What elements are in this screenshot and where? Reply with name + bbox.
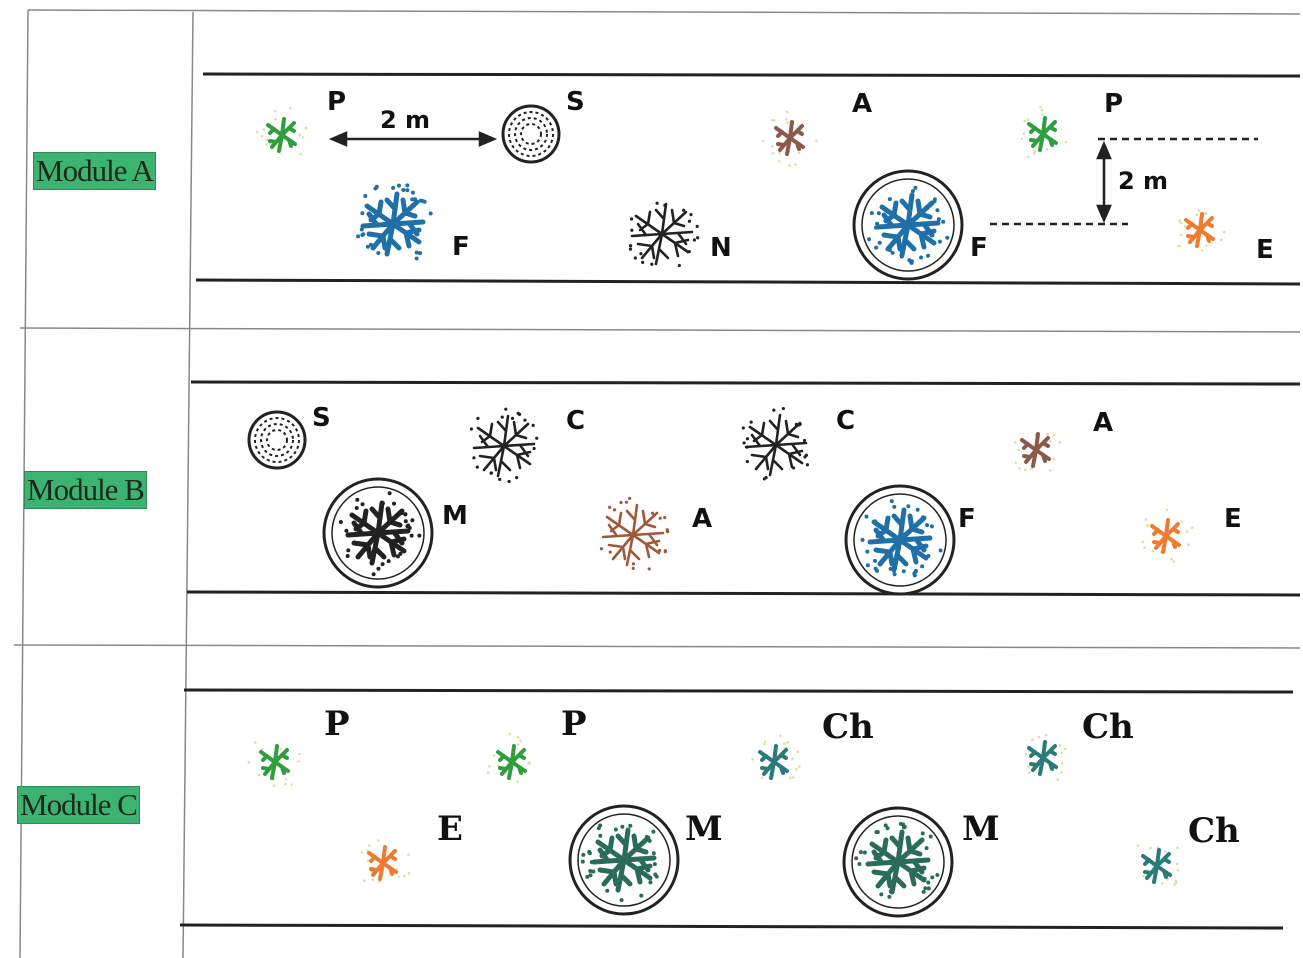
tree-symbol-n <box>629 202 699 268</box>
tree-symbol-s <box>503 106 559 162</box>
tree-symbol-p <box>256 107 307 155</box>
tree-label-a: A <box>1093 408 1113 438</box>
tree-label-ch: Ch <box>1188 811 1240 851</box>
module-b-label: Module B <box>24 471 147 509</box>
tree-symbol-m <box>570 806 678 914</box>
tree-symbol-ch <box>1137 844 1180 886</box>
tree-label-c: C <box>836 406 855 436</box>
tree-symbol-ch <box>1025 734 1067 781</box>
tree-symbol-e <box>1177 209 1225 251</box>
tree-symbol-e <box>1141 509 1193 563</box>
tree-symbol-a <box>600 497 669 571</box>
tree-label-c: C <box>566 406 585 436</box>
module-c-label: Module C <box>17 786 140 824</box>
tree-symbol-s <box>249 412 305 468</box>
tree-label-ch: Ch <box>1082 707 1134 747</box>
tree-symbol-c <box>470 408 539 484</box>
tree-label-a: A <box>852 89 872 119</box>
tree-label-m: M <box>685 809 723 849</box>
tree-label-e: E <box>1224 504 1242 534</box>
tree-symbol-m <box>844 808 952 916</box>
tree-label-p: P <box>327 87 346 117</box>
tree-label-p: P <box>324 704 350 744</box>
tree-label-f: F <box>970 233 988 263</box>
tree-symbol-e <box>361 839 411 883</box>
tree-symbol-a <box>762 111 818 167</box>
tree-symbol-m <box>324 479 432 587</box>
tree-label-m: M <box>962 809 1000 849</box>
tree-label-s: S <box>566 87 585 117</box>
tree-label-f: F <box>958 504 976 534</box>
tree-label-p: P <box>561 704 587 744</box>
tree-symbol-f <box>854 171 962 279</box>
module-a-label: Module A <box>33 152 156 190</box>
tree-symbol-p <box>487 733 531 783</box>
tree-symbol-p <box>247 741 300 787</box>
tree-symbol-ch <box>751 734 800 779</box>
tree-label-s: S <box>312 403 331 433</box>
tree-label-m: M <box>442 501 468 531</box>
tree-symbol-f <box>846 486 954 594</box>
tree-symbol-f <box>356 183 433 260</box>
dimension-horizontal <box>332 133 494 145</box>
tree-label-p: P <box>1104 89 1123 119</box>
dimension-horizontal-label: 2 m <box>380 106 430 134</box>
tree-symbol-p <box>1021 106 1067 158</box>
tree-label-f: F <box>452 232 470 262</box>
dimension-vertical-label: 2 m <box>1118 167 1168 195</box>
tree-label-e: E <box>1256 235 1274 265</box>
tree-symbol-a <box>1014 433 1061 472</box>
tree-symbol-c <box>742 407 809 481</box>
tree-label-e: E <box>437 809 463 849</box>
tree-label-n: N <box>710 233 732 263</box>
tree-label-a: A <box>692 504 712 534</box>
tree-label-ch: Ch <box>822 707 874 747</box>
